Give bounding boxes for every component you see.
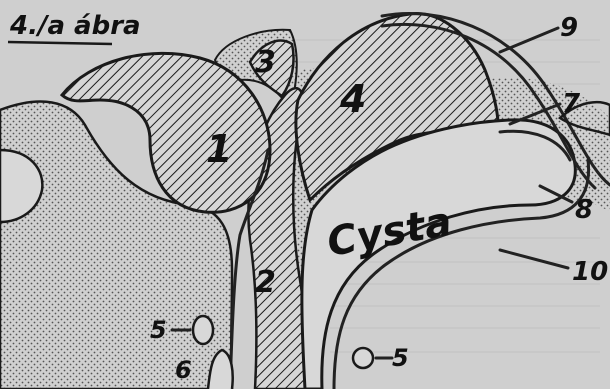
structure-5-left [193, 316, 213, 344]
label-8: 8 [575, 195, 593, 225]
label-5-right: 5 [392, 344, 409, 372]
label-2: 2 [255, 265, 276, 300]
label-1: 1 [206, 127, 232, 171]
label-6: 6 [175, 356, 192, 384]
structure-5-right [353, 348, 373, 368]
label-9: 9 [560, 13, 578, 43]
label-4: 4 [339, 77, 366, 121]
figure-title: 4./a ábra [9, 11, 141, 41]
label-10: 10 [572, 257, 608, 287]
label-7: 7 [562, 89, 581, 119]
label-3: 3 [255, 45, 276, 80]
label-5-left: 5 [150, 316, 167, 344]
